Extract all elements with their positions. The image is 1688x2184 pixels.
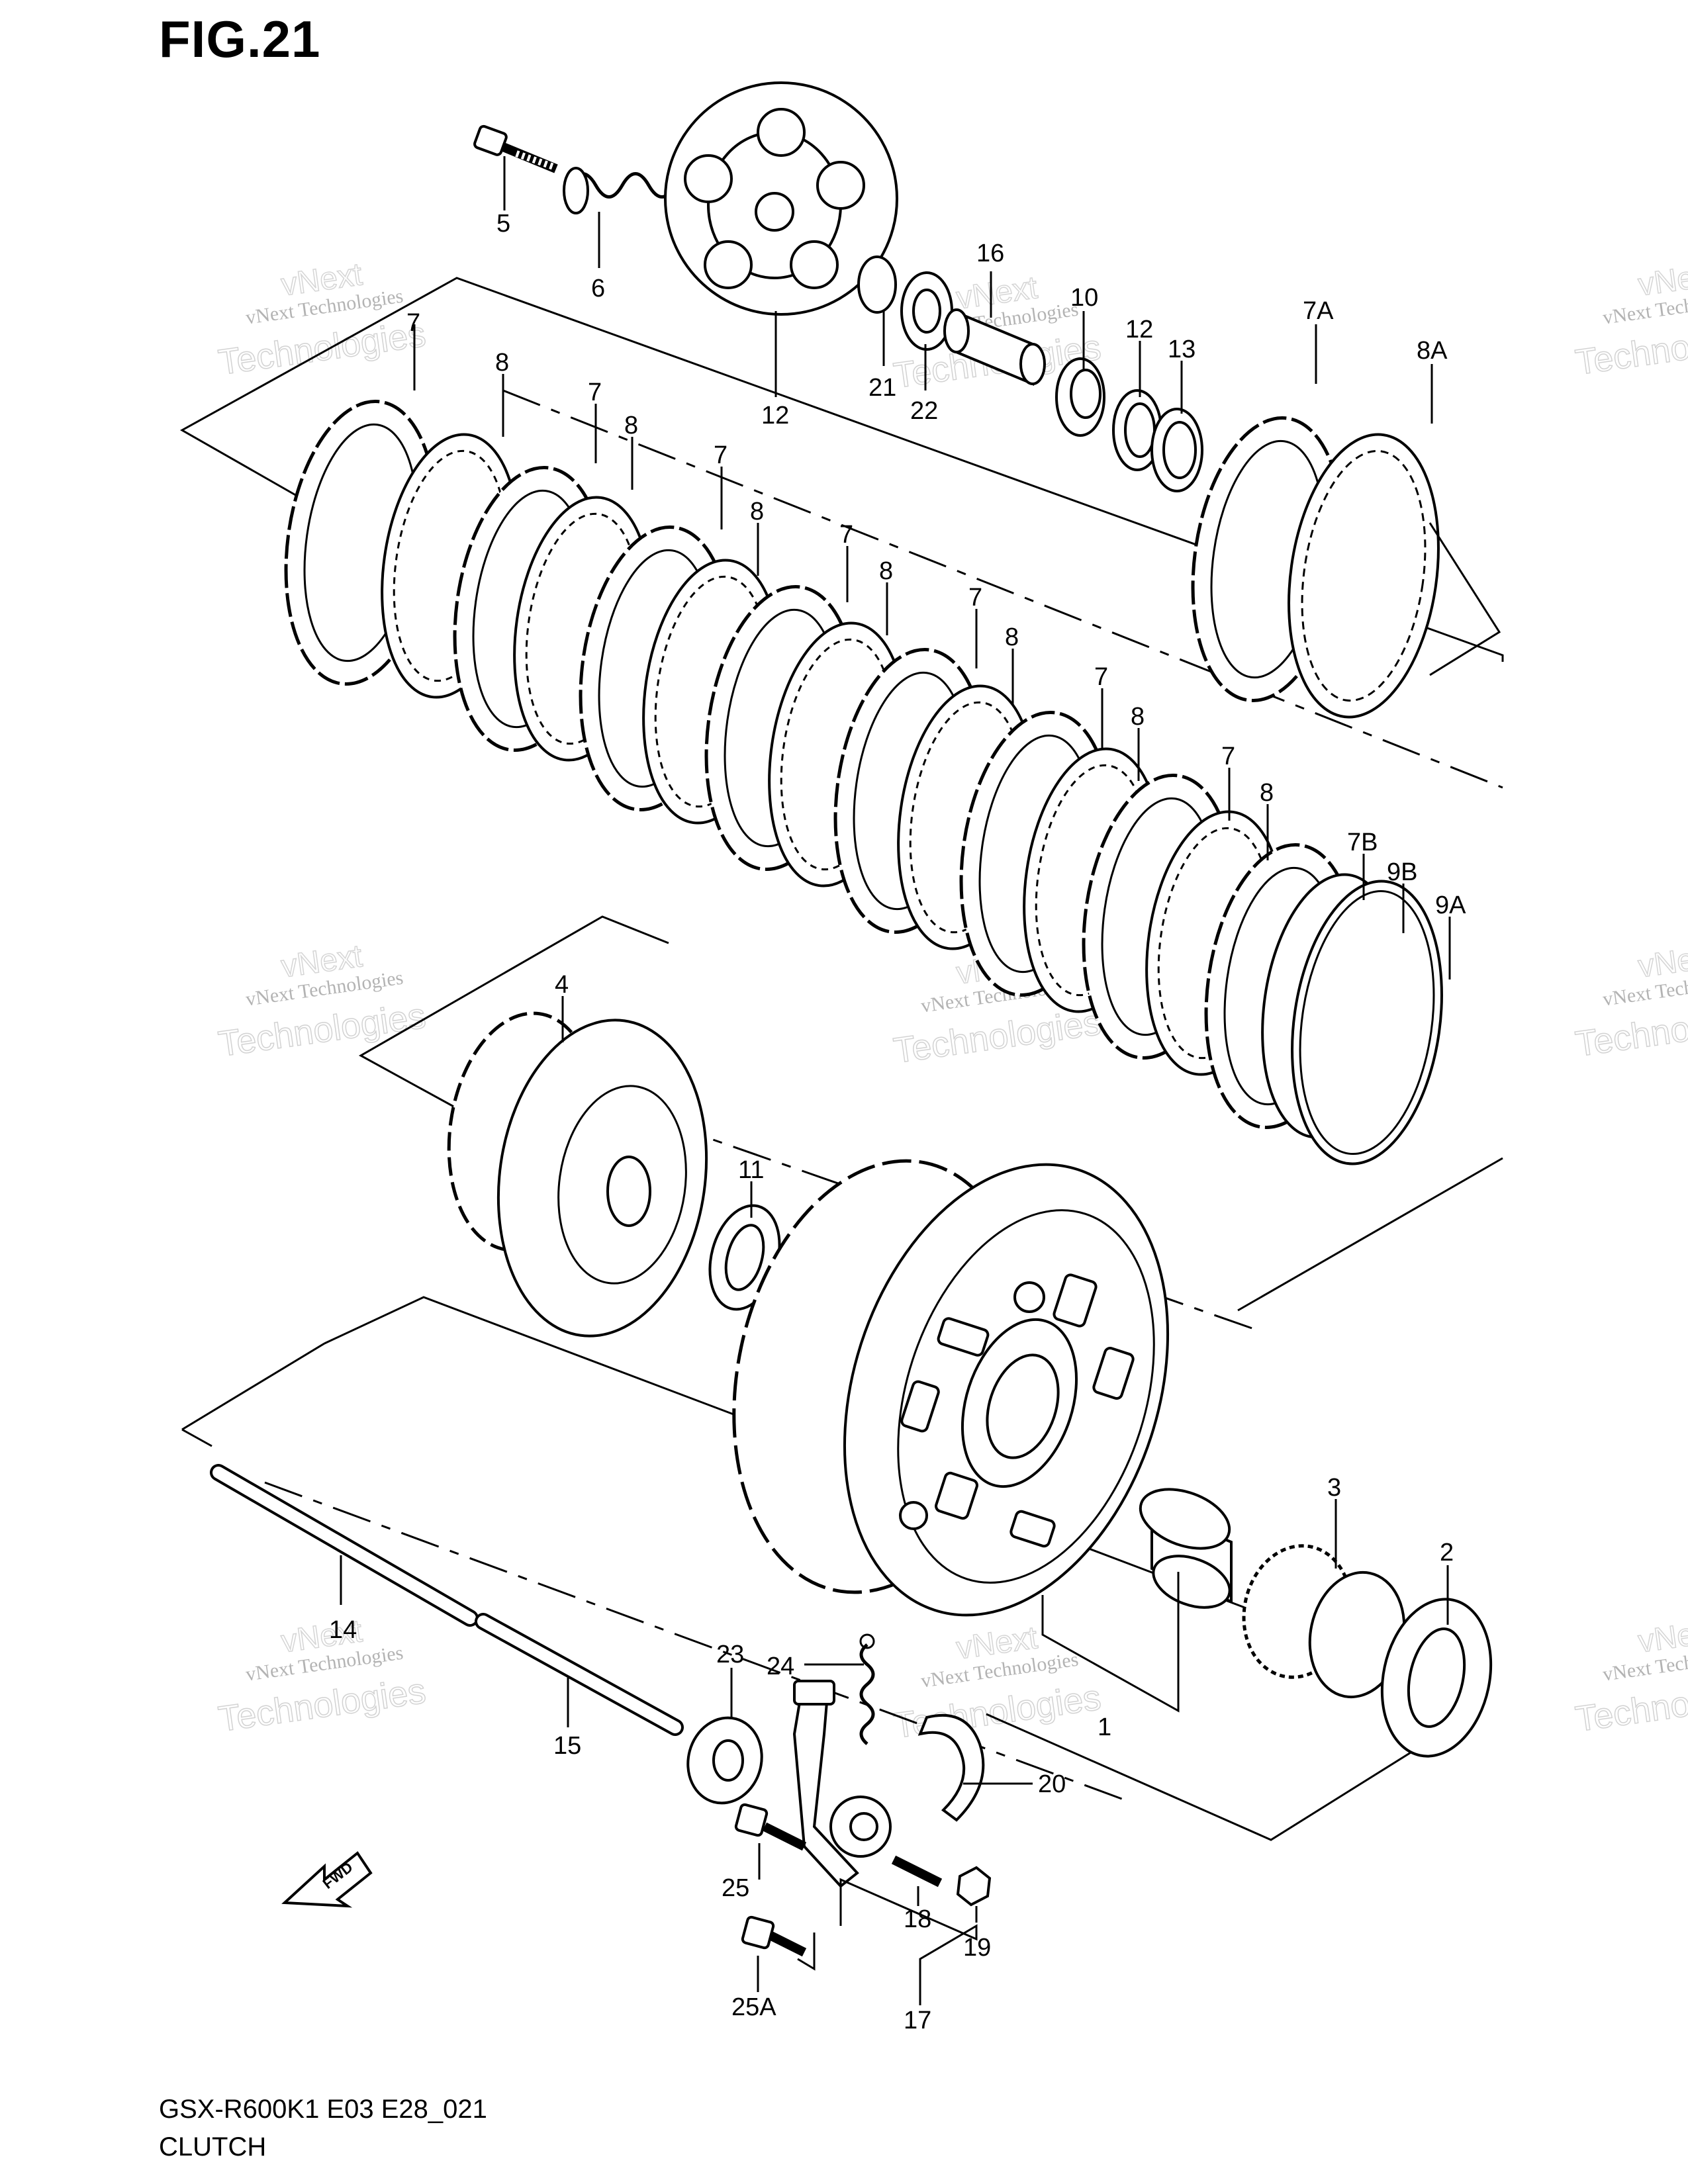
label-part-7A: 7A	[1303, 297, 1334, 325]
label-part-20: 20	[1038, 1770, 1066, 1798]
label-part-4: 4	[555, 971, 569, 999]
fwd-arrow: FWD	[281, 1851, 373, 1908]
label-part-7: 7	[588, 379, 602, 406]
label-part-8: 8	[750, 498, 764, 525]
part-spacer	[1139, 1488, 1233, 1609]
part-23-oil-seal	[686, 1716, 763, 1805]
label-part-8: 8	[1260, 779, 1274, 807]
label-part-5: 5	[496, 210, 510, 238]
part-8A-driven-plate	[1288, 433, 1440, 719]
label-part-25: 25	[722, 1874, 749, 1902]
label-part-10: 10	[1070, 284, 1098, 312]
label-part-24: 24	[767, 1653, 794, 1680]
part-17-release-arm	[792, 1680, 892, 1888]
part-1-primary-driven-gear	[732, 1159, 1170, 1617]
part-24-return-spring	[859, 1633, 875, 1745]
label-part-8: 8	[1005, 623, 1019, 651]
label-part-7B: 7B	[1347, 829, 1378, 856]
part-18-adjusting-screw	[891, 1855, 943, 1888]
part-14-push-rod	[210, 1464, 479, 1627]
part-9A-judder-spring	[1291, 880, 1443, 1165]
part-4-sleeve-hub	[447, 1011, 708, 1338]
label-part-9B: 9B	[1387, 858, 1417, 886]
group-7A-frame	[1429, 522, 1501, 676]
pressure-plate-assembly	[473, 81, 1203, 492]
label-part-12-pressure-plate: 12	[761, 402, 789, 430]
label-part-17: 17	[904, 2007, 931, 2034]
label-part-7: 7	[1094, 663, 1108, 691]
plate-group-frame	[179, 277, 1504, 662]
part-22-bearing	[900, 271, 953, 351]
shaft-group-frame-left	[181, 1342, 325, 1431]
label-part-22: 22	[910, 397, 938, 425]
part-15-push-rod	[475, 1613, 684, 1736]
model-code: GSX-R600K1 E03 E28_021	[159, 2095, 487, 2124]
label-part-2: 2	[1440, 1539, 1454, 1567]
label-part-1: 1	[1098, 1713, 1111, 1741]
label-part-16: 16	[976, 240, 1004, 267]
part-25-bolt	[734, 1803, 807, 1851]
shaft-group-frame-bottom	[181, 1428, 212, 1447]
label-part-9A: 9A	[1435, 891, 1466, 919]
label-part-12-washer: 12	[1125, 316, 1153, 343]
label-part-19: 19	[963, 1934, 991, 1962]
part-19-nut	[956, 1866, 992, 1907]
plate-group-frame-lower	[1237, 1157, 1503, 1312]
label-part-8: 8	[879, 557, 893, 585]
label-part-18: 18	[904, 1905, 931, 1933]
label-part-14: 14	[329, 1616, 357, 1644]
label-part-8A: 8A	[1417, 337, 1448, 365]
part-10-nut	[1055, 357, 1105, 437]
label-part-8: 8	[1131, 703, 1145, 731]
clutch-plate-stack	[284, 400, 1443, 1165]
label-part-7: 7	[839, 521, 853, 549]
label-part-6: 6	[591, 275, 605, 302]
label-part-15: 15	[553, 1732, 581, 1760]
label-part-21: 21	[868, 374, 896, 402]
part-13-washer	[1150, 408, 1203, 492]
part-25A-bolt	[741, 1915, 807, 1957]
label-part-11: 11	[738, 1156, 764, 1184]
part-21-washer	[857, 255, 897, 314]
label-part-8: 8	[495, 349, 509, 377]
label-part-7: 7	[968, 584, 982, 612]
part-labels: 5 6 12 21 22 16 10 12 13 7A 8A 7 8 7 8 7…	[329, 210, 1466, 2034]
part-3-needle-bearing	[1242, 1544, 1406, 1699]
group-name: CLUTCH	[159, 2132, 267, 2161]
label-part-7: 7	[714, 441, 727, 469]
figure-title: FIG.21	[159, 10, 321, 68]
label-part-23: 23	[716, 1641, 744, 1668]
hub-group-frame	[358, 915, 669, 1113]
part-2-thrust-washer	[1380, 1598, 1493, 1758]
part-6-spring	[563, 167, 724, 214]
part-20-plate	[917, 1713, 985, 1822]
label-part-3: 3	[1327, 1474, 1341, 1502]
label-part-7: 7	[1221, 743, 1235, 770]
label-part-8: 8	[624, 412, 638, 439]
label-part-25A: 25A	[731, 1993, 776, 2021]
leader-lines	[340, 156, 1451, 2005]
label-part-7: 7	[406, 309, 420, 337]
plate-axis-line	[502, 389, 1503, 789]
label-part-13: 13	[1168, 336, 1196, 363]
part-5-bolt	[473, 124, 558, 173]
plate-7A-8A-group	[1191, 416, 1501, 719]
part-12-pressure-plate	[664, 81, 898, 316]
part-16-push-piece	[943, 308, 1046, 386]
